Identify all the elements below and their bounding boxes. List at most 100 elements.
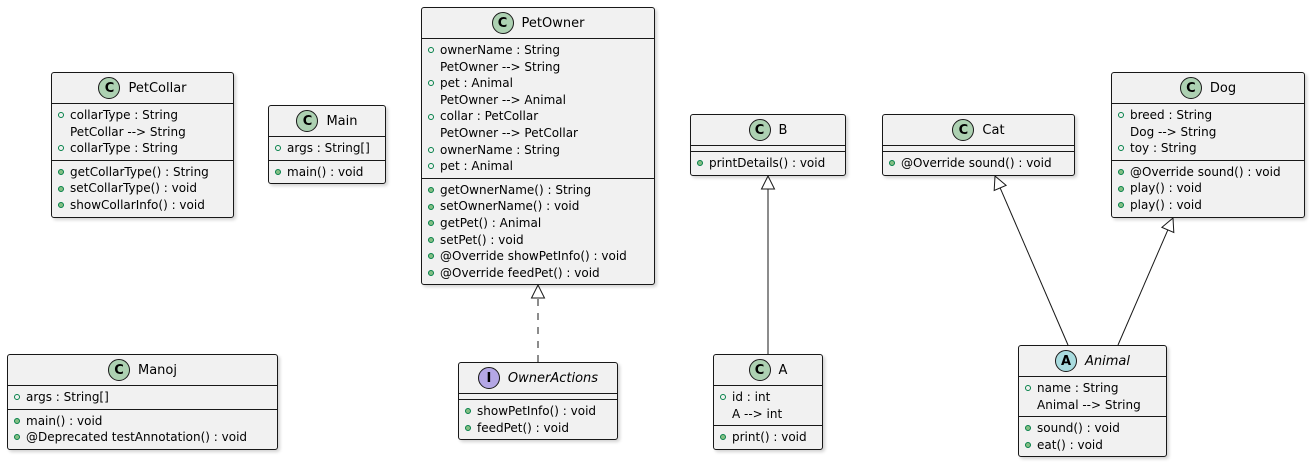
attribute-row: pet : Animal (428, 158, 648, 175)
public-visibility-icon (1118, 112, 1124, 119)
public-visibility-icon (428, 163, 434, 170)
public-visibility-icon (720, 434, 726, 441)
public-visibility-icon (1025, 442, 1031, 449)
method-text: getCollarType() : String (70, 164, 209, 179)
class-name: B (778, 122, 788, 138)
attribute-text: args : String[] (26, 390, 109, 404)
attribute-row: args : String[] (14, 389, 271, 406)
method-row: setOwnerName() : void (428, 198, 648, 215)
class-header: A Animal (1019, 346, 1166, 376)
method-row: setPet() : void (428, 232, 648, 249)
method-row: eat() : void (1025, 437, 1160, 454)
method-row: getOwnerName() : String (428, 182, 648, 199)
method-row: main() : void (275, 164, 379, 181)
attribute-text: A --> int (732, 406, 783, 421)
public-visibility-icon (428, 80, 434, 87)
attributes-section: args : String[] (8, 385, 277, 409)
method-text: @Override feedPet() : void (440, 265, 600, 280)
attribute-text: args : String[] (287, 141, 370, 155)
public-visibility-icon (1118, 145, 1124, 152)
public-visibility-icon (465, 424, 471, 431)
attribute-text: ownerName : String (440, 142, 560, 157)
public-visibility-icon (14, 394, 20, 401)
hollow-arrowhead-icon (760, 174, 776, 190)
abstract-class-badge-icon: A (1055, 350, 1077, 372)
method-text: play() : void (1130, 197, 1202, 212)
attribute-row: PetOwner --> String (428, 59, 648, 76)
method-row: print() : void (720, 429, 816, 446)
class-name: Manoj (138, 362, 177, 378)
attribute-text: collarType : String (70, 108, 178, 122)
class-name: Animal (1085, 353, 1130, 369)
method-text: print() : void (732, 430, 807, 445)
class-box-manoj[interactable]: C Manoj args : String[] main() : void @Depre… (7, 354, 278, 450)
attribute-row: pet : Animal (428, 75, 648, 92)
class-badge-icon: C (748, 359, 771, 381)
public-visibility-icon (58, 145, 64, 152)
method-row: printDetails() : void (697, 155, 839, 172)
public-visibility-icon (275, 168, 281, 175)
method-row: showPetInfo() : void (465, 403, 611, 420)
method-row: feedPet() : void (465, 420, 611, 437)
method-row: play() : void (1118, 197, 1298, 214)
method-text: @Override sound() : void (901, 156, 1052, 170)
attribute-row: id : int (720, 389, 816, 406)
method-row: @Deprecated testAnnotation() : void (14, 429, 271, 446)
public-visibility-icon (58, 169, 64, 176)
attribute-text: pet : Animal (440, 159, 513, 174)
public-visibility-icon (58, 185, 64, 192)
method-text: main() : void (26, 413, 103, 428)
method-row: getCollarType() : String (58, 164, 227, 181)
attribute-text: Dog --> String (1130, 124, 1217, 139)
method-text: setOwnerName() : void (440, 199, 580, 214)
method-text: feedPet() : void (477, 420, 569, 435)
public-visibility-icon (1118, 185, 1124, 192)
method-text: @Deprecated testAnnotation() : void (26, 430, 248, 445)
methods-section: main() : void (269, 159, 385, 184)
public-visibility-icon (889, 160, 895, 167)
public-visibility-icon (428, 220, 434, 227)
method-row: main() : void (14, 413, 271, 430)
attribute-text: collar : PetCollar (440, 109, 539, 124)
class-badge-icon: C (108, 359, 130, 381)
method-row: showCollarInfo() : void (58, 197, 227, 214)
method-text: setPet() : void (440, 232, 524, 247)
no-visibility-spacer (428, 130, 434, 136)
method-row: sound() : void (1025, 420, 1160, 437)
class-badge-icon: C (748, 119, 771, 141)
method-text: printDetails() : void (709, 156, 826, 170)
attribute-text: PetOwner --> PetCollar (440, 125, 578, 140)
attributes-section (459, 393, 617, 399)
method-row: @Override sound() : void (1118, 164, 1298, 181)
attribute-text: name : String (1037, 381, 1119, 395)
public-visibility-icon (14, 434, 20, 441)
class-name: A (778, 362, 788, 378)
method-text: @Override showPetInfo() : void (440, 249, 627, 264)
public-visibility-icon (1118, 202, 1124, 209)
public-visibility-icon (465, 408, 471, 415)
no-visibility-spacer (1118, 129, 1124, 135)
no-visibility-spacer (720, 411, 726, 417)
public-visibility-icon (1118, 169, 1124, 176)
